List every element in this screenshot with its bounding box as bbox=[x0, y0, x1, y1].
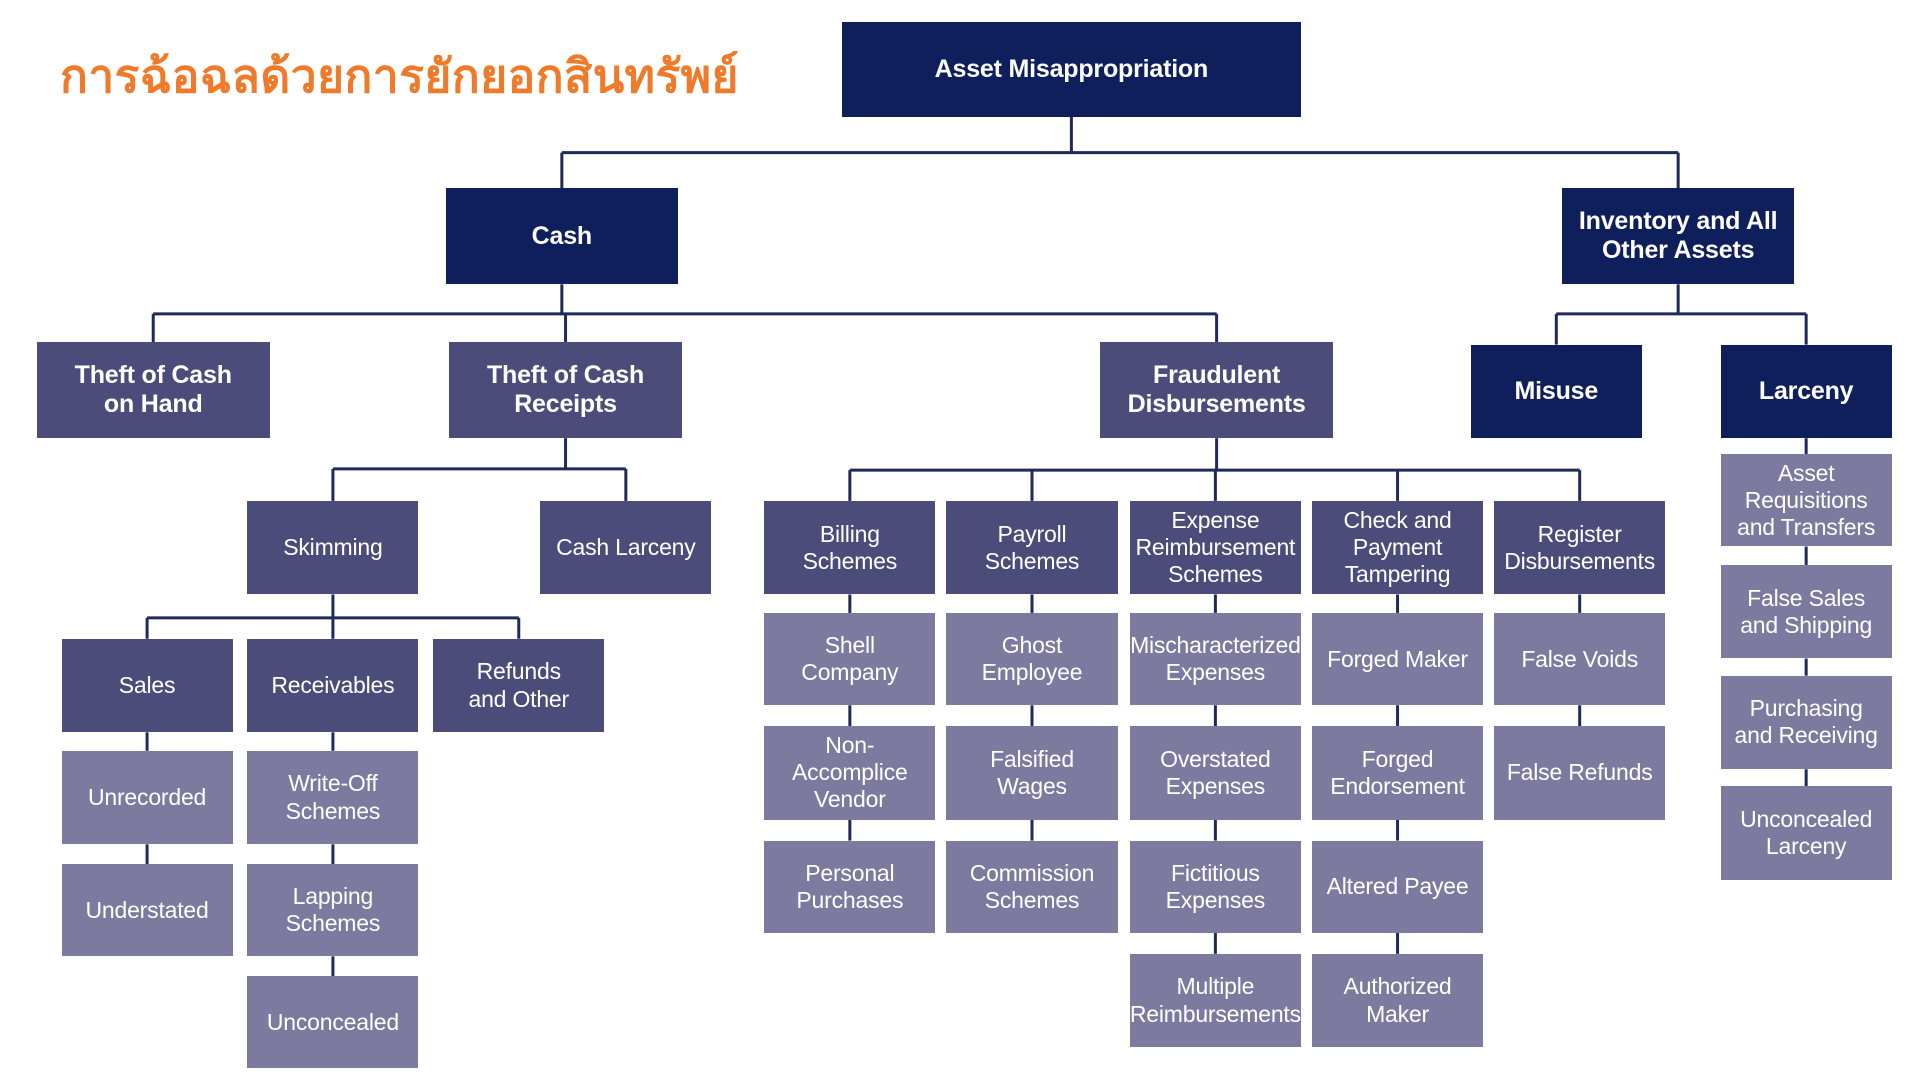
node-unconcealed-recv: Unconcealed bbox=[247, 976, 419, 1069]
node-false-voids: False Voids bbox=[1494, 612, 1666, 706]
node-expense: Expense Reimbursement Schemes bbox=[1129, 500, 1301, 595]
node-register: Register Disbursements bbox=[1494, 500, 1666, 595]
node-lapping: Lapping Schemes bbox=[247, 864, 419, 957]
node-personal: Personal Purchases bbox=[764, 840, 936, 933]
node-unconcealed-larceny: Unconcealed Larceny bbox=[1720, 786, 1892, 880]
node-root: Asset Misappropriation bbox=[841, 22, 1301, 117]
node-ghost: Ghost Employee bbox=[946, 612, 1118, 706]
node-falsified: Falsified Wages bbox=[946, 726, 1118, 820]
node-mischaracterized: Mischaracterized Expenses bbox=[1129, 612, 1301, 706]
node-cash-larceny: Cash Larceny bbox=[540, 500, 712, 595]
node-cash: Cash bbox=[445, 188, 679, 285]
node-false-sales: False Sales and Shipping bbox=[1720, 564, 1892, 659]
node-fraud-disb: Fraudulent Disbursements bbox=[1100, 342, 1333, 439]
node-overstated: Overstated Expenses bbox=[1129, 726, 1301, 820]
node-theft-receipts: Theft of Cash Receipts bbox=[449, 342, 682, 439]
node-purchasing: Purchasing and Receiving bbox=[1720, 675, 1892, 770]
node-sales: Sales bbox=[61, 638, 233, 733]
node-shell: Shell Company bbox=[764, 612, 936, 706]
node-forged-endorsement: Forged Endorsement bbox=[1312, 726, 1484, 820]
node-nonaccomplice: Non- Accomplice Vendor bbox=[764, 726, 936, 820]
node-payroll: Payroll Schemes bbox=[946, 500, 1118, 595]
node-larceny: Larceny bbox=[1720, 344, 1892, 439]
node-forged-maker: Forged Maker bbox=[1312, 612, 1484, 706]
node-unrecorded: Unrecorded bbox=[61, 750, 233, 845]
node-receivables: Receivables bbox=[247, 638, 419, 733]
node-skimming: Skimming bbox=[247, 500, 419, 595]
node-billing: Billing Schemes bbox=[764, 500, 936, 595]
node-inventory: Inventory and All Other Assets bbox=[1561, 188, 1795, 285]
node-asset-requisitions: Asset Requisitions and Transfers bbox=[1720, 454, 1892, 547]
node-writeoff: Write-Off Schemes bbox=[247, 750, 419, 845]
node-understated: Understated bbox=[61, 864, 233, 957]
node-multiple: Multiple Reimbursements bbox=[1129, 953, 1301, 1048]
node-authorized-maker: Authorized Maker bbox=[1312, 953, 1484, 1048]
node-altered-payee: Altered Payee bbox=[1312, 840, 1484, 933]
page-title: การฉ้อฉลด้วยการยักยอกสินทรัพย์ bbox=[60, 49, 739, 103]
node-false-refunds: False Refunds bbox=[1494, 726, 1666, 820]
node-misuse: Misuse bbox=[1470, 344, 1642, 439]
node-commission: Commission Schemes bbox=[946, 840, 1118, 933]
node-theft-on-hand: Theft of Cash on Hand bbox=[36, 342, 270, 439]
node-check: Check and Payment Tampering bbox=[1312, 500, 1484, 595]
node-fictitious: Fictitious Expenses bbox=[1129, 840, 1301, 933]
node-refunds: Refunds and Other bbox=[433, 638, 605, 733]
